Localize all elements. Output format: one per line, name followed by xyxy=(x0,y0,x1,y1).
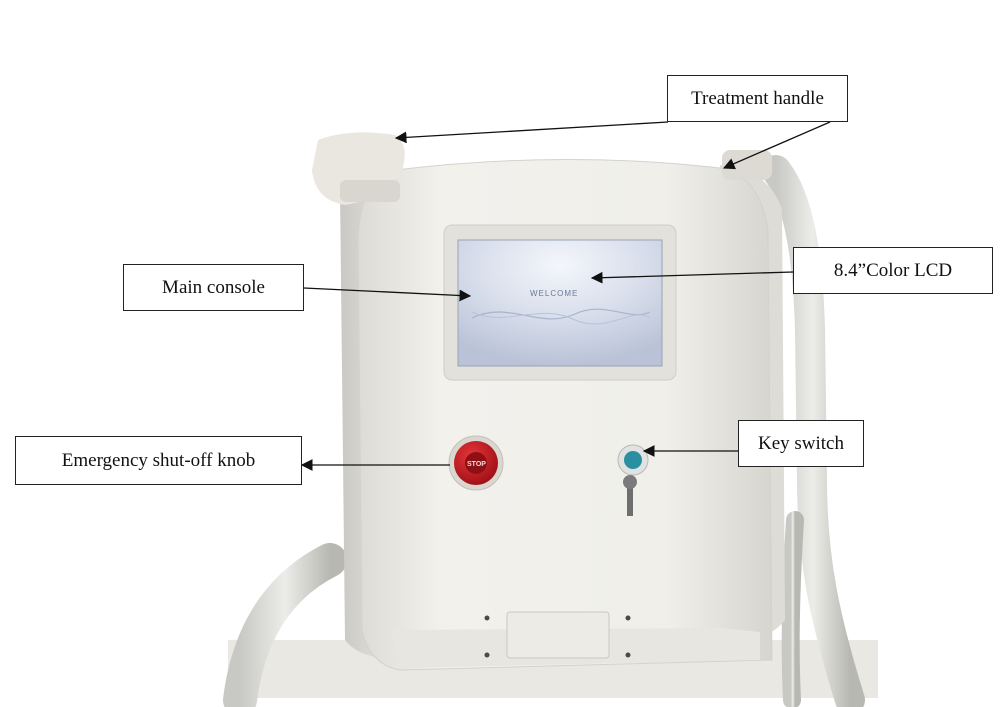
key-head xyxy=(623,475,637,489)
screw-hole xyxy=(484,615,490,621)
label-main-console: Main console xyxy=(123,264,304,311)
vent-panel xyxy=(506,611,610,659)
right-hose xyxy=(761,155,865,707)
screen-wave-2 xyxy=(471,311,651,325)
lcd-screen xyxy=(457,239,663,367)
handle-holder-left xyxy=(340,180,400,202)
screen-welcome-text: WELCOME xyxy=(530,289,578,298)
screen-wave-1 xyxy=(471,308,651,320)
label-emergency-knob: Emergency shut-off knob xyxy=(15,436,302,485)
key-blade xyxy=(627,478,633,516)
right-hose-inner xyxy=(781,511,804,707)
label-key-switch: Key switch xyxy=(738,420,864,467)
label-lcd: 8.4”Color LCD xyxy=(793,247,993,294)
screw-hole xyxy=(625,615,631,621)
key-switch-core xyxy=(624,451,642,469)
stop-knob-text: STOP xyxy=(467,461,486,468)
left-hose xyxy=(223,543,347,707)
arrow-lcd xyxy=(590,271,794,284)
stop-knob-center xyxy=(465,452,487,474)
screw-hole xyxy=(625,652,631,658)
arrow-treatment-handle-right xyxy=(722,121,831,170)
screw-hole xyxy=(484,652,490,658)
arrow-treatment-handle-left xyxy=(394,121,669,144)
handle-holder-right xyxy=(722,150,772,180)
label-treatment-handle: Treatment handle xyxy=(667,75,848,122)
arrow-main-console xyxy=(303,287,472,302)
